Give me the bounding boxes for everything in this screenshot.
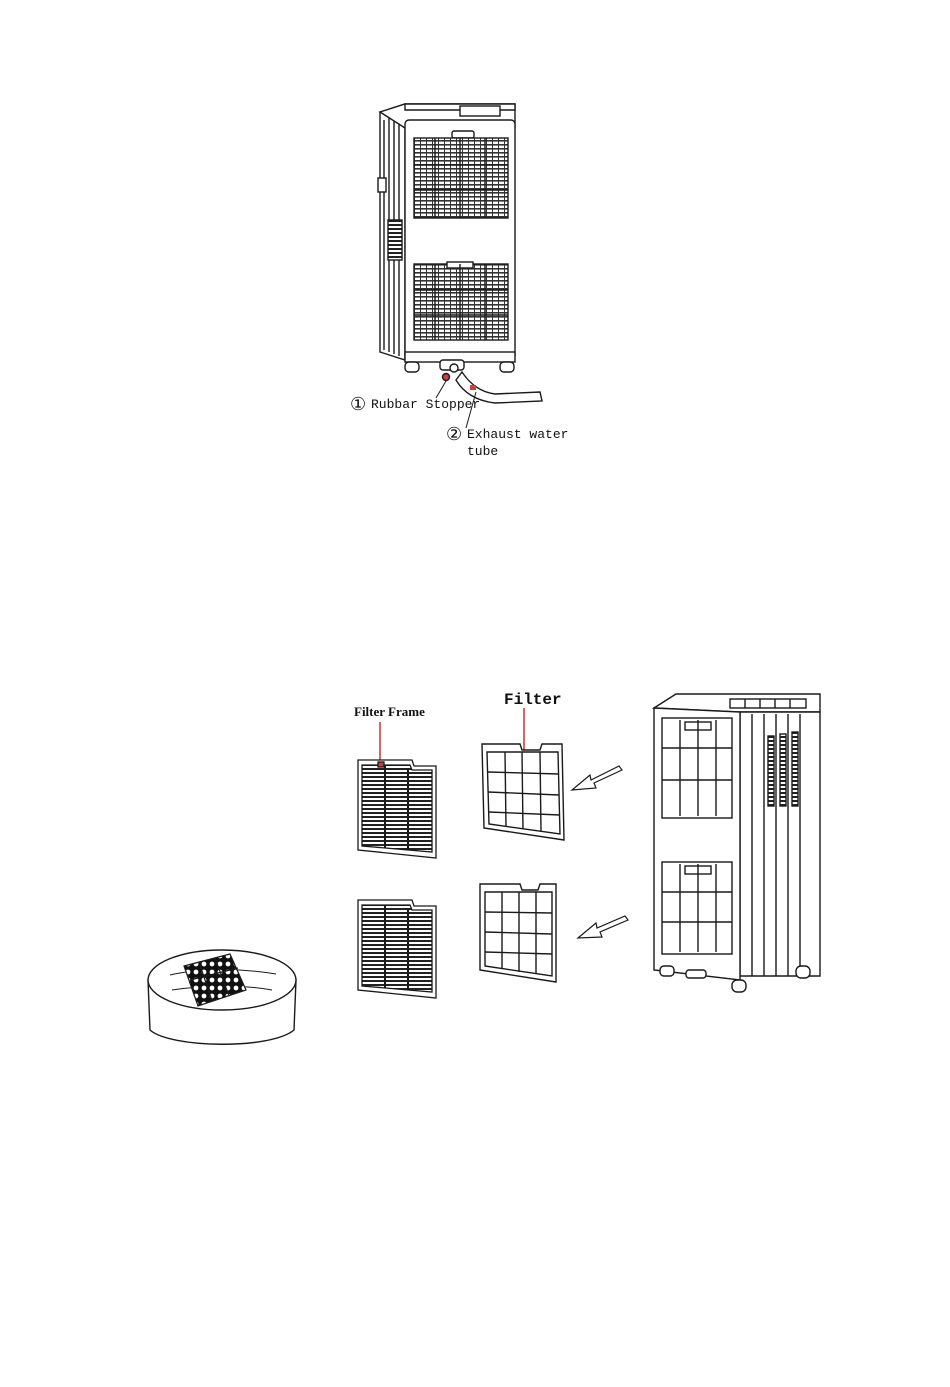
filter-frame-lower (358, 900, 436, 998)
callout-1-number: ① (350, 396, 366, 416)
filter-label: Filter (504, 691, 562, 709)
ac-unit-rear-view (378, 104, 542, 403)
callout-1-label: Rubbar Stopper (371, 397, 480, 412)
ac-unit-front-view (654, 694, 820, 992)
filter-lower (480, 884, 556, 982)
callout-2-label-line1: Exhaust water (467, 427, 568, 442)
filter-frame-label: Filter Frame (354, 704, 425, 719)
filter-upper (482, 744, 564, 840)
arrow-lower (578, 916, 628, 938)
filter-frame-upper (358, 760, 436, 858)
callout-2-number: ② (446, 426, 462, 446)
callout-2-label-line2: tube (467, 444, 498, 459)
arrow-upper (572, 766, 622, 790)
